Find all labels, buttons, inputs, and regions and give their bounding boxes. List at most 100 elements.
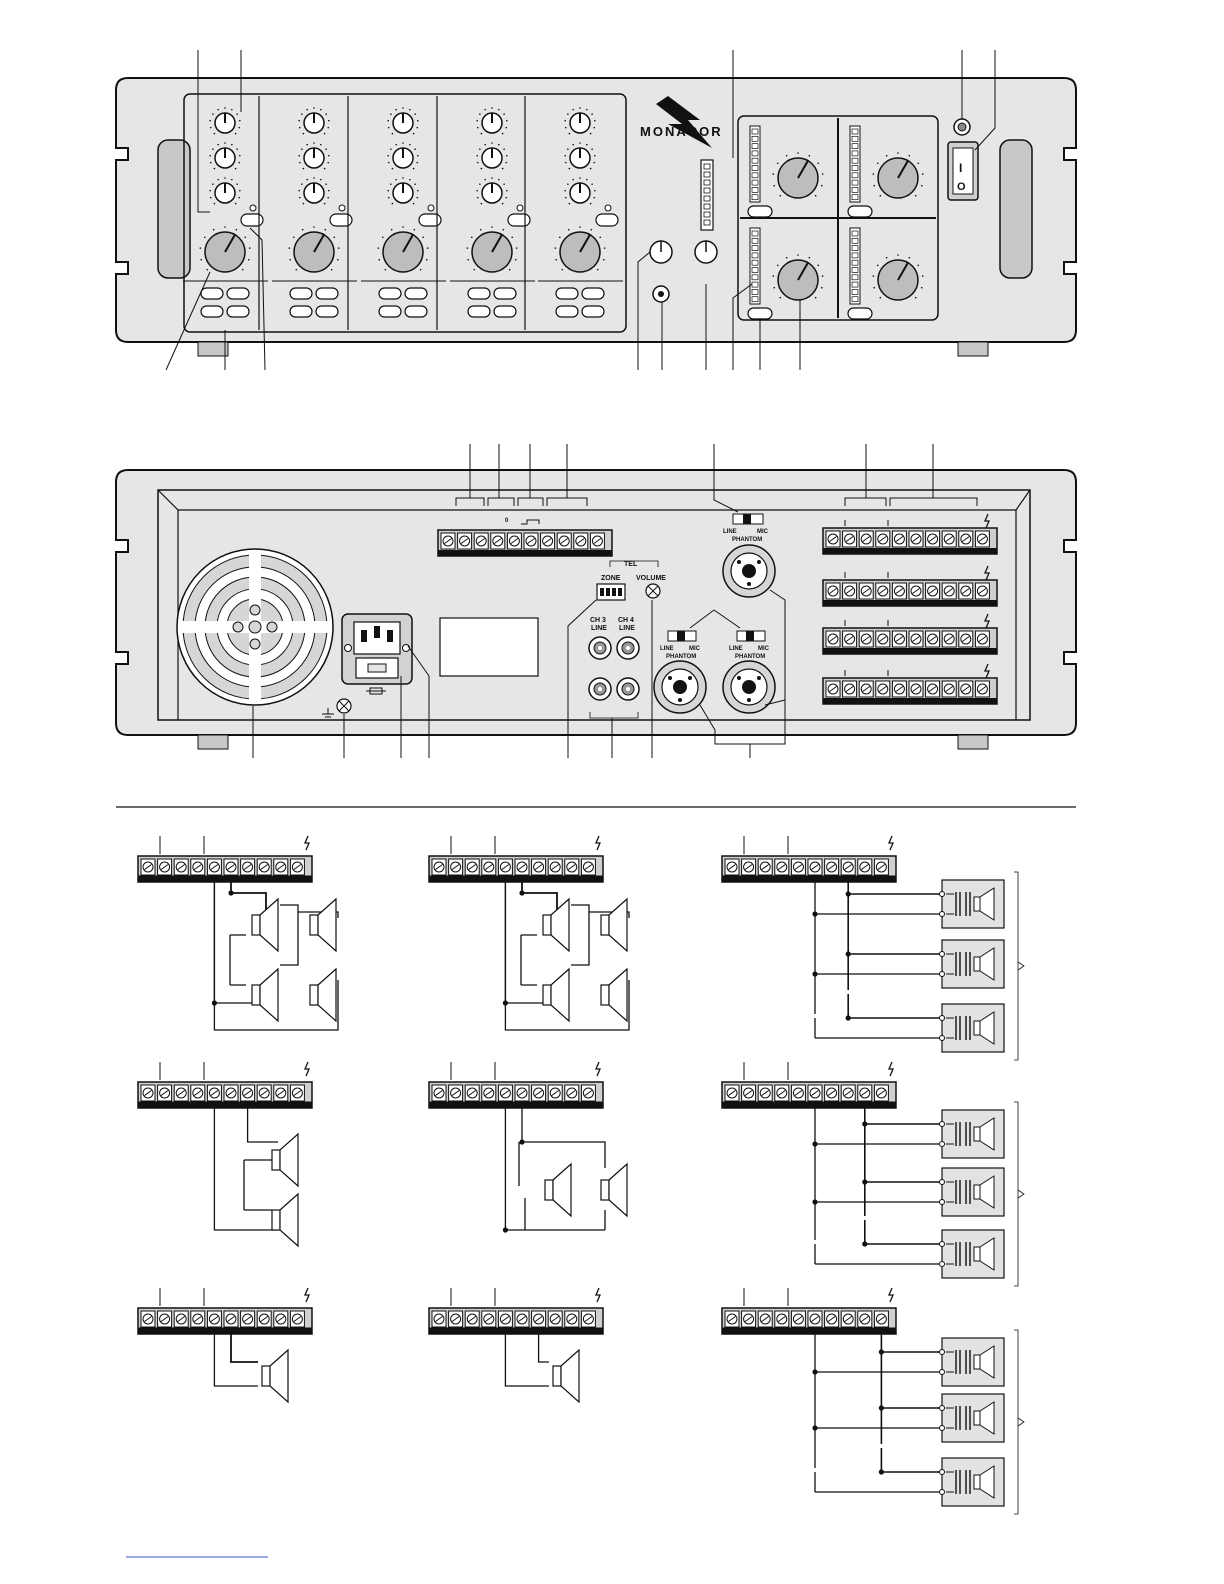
channel-2-assign-4[interactable] bbox=[316, 306, 338, 317]
channel-5-assign-1[interactable] bbox=[556, 288, 578, 299]
channel-4-assign-4[interactable] bbox=[494, 306, 516, 317]
zone-dip-switch[interactable] bbox=[597, 584, 625, 600]
channel-3-assign-4[interactable] bbox=[405, 306, 427, 317]
speaker-icon bbox=[252, 899, 278, 951]
channel-4-button[interactable] bbox=[508, 214, 530, 226]
front-panel: MONACOR I O bbox=[116, 50, 1076, 370]
channel-3-assign-2[interactable] bbox=[405, 288, 427, 299]
speaker-icon bbox=[545, 1164, 571, 1216]
transformer-speaker-icon bbox=[940, 1110, 1005, 1158]
switch-left-line-label: LINE bbox=[660, 646, 674, 652]
transformer-speaker-icon bbox=[940, 1230, 1005, 1278]
mains-socket[interactable] bbox=[342, 614, 412, 684]
front-foot-right bbox=[958, 342, 988, 356]
zone-1-button[interactable] bbox=[748, 206, 772, 217]
headphone-jack[interactable] bbox=[653, 286, 669, 302]
channel-1-assign-4[interactable] bbox=[227, 306, 249, 317]
fan-grille bbox=[177, 549, 333, 705]
channel-5-assign-2[interactable] bbox=[582, 288, 604, 299]
switch-top-line-label: LINE bbox=[723, 529, 737, 535]
channel-1-assign-2[interactable] bbox=[227, 288, 249, 299]
master-meter bbox=[701, 160, 713, 230]
channel-1-button[interactable] bbox=[241, 214, 263, 226]
transformer-speaker-icon bbox=[940, 880, 1005, 928]
power-switch-on-label: I bbox=[959, 161, 962, 175]
wiring-terminal-c2-r2[interactable] bbox=[429, 1082, 603, 1108]
front-handle-right bbox=[1000, 140, 1032, 278]
master-knob-left[interactable] bbox=[650, 241, 672, 263]
transformer-speaker-icon bbox=[940, 1338, 1005, 1386]
channel-2-assign-3[interactable] bbox=[290, 306, 312, 317]
bolt-icon bbox=[596, 1288, 600, 1302]
zone-4-button[interactable] bbox=[848, 308, 872, 319]
wiring-terminal-c3-r2[interactable] bbox=[722, 1082, 896, 1108]
channel-2-assign-1[interactable] bbox=[290, 288, 312, 299]
master-knob-right[interactable] bbox=[695, 241, 717, 263]
speaker-icon bbox=[601, 899, 627, 951]
bolt-icon bbox=[596, 836, 600, 850]
wiring-terminal-c2-r3[interactable] bbox=[429, 1308, 603, 1334]
power-switch-off-label: O bbox=[957, 181, 966, 193]
ch3-label-line2: LINE bbox=[591, 625, 607, 632]
wiring-terminal-c1-r3[interactable] bbox=[138, 1308, 312, 1334]
rca-jack-ch3-right[interactable] bbox=[589, 678, 611, 700]
switch-left-mic-label: MIC bbox=[689, 646, 701, 652]
wiring-terminal-c2-r1[interactable] bbox=[429, 856, 603, 882]
switch-top-phantom-label: PHANTOM bbox=[732, 537, 762, 543]
wiring-diagrams bbox=[138, 836, 1024, 1514]
front-handle-left bbox=[158, 140, 190, 278]
front-chassis bbox=[116, 78, 1076, 342]
wiring-terminal-c1-r2[interactable] bbox=[138, 1082, 312, 1108]
rear-control-terminal[interactable] bbox=[438, 530, 612, 556]
switch-right-mic-label: MIC bbox=[758, 646, 770, 652]
ch4-label-line1: CH 4 bbox=[618, 617, 634, 624]
channel-3-button[interactable] bbox=[419, 214, 441, 226]
channel-5-button[interactable] bbox=[596, 214, 618, 226]
bolt-icon bbox=[889, 1062, 893, 1076]
speaker-icon bbox=[601, 1164, 627, 1216]
speaker-terminal-zone-3[interactable] bbox=[823, 628, 997, 654]
speaker-terminal-zone-1[interactable] bbox=[823, 528, 997, 554]
channel-3-assign-1[interactable] bbox=[379, 288, 401, 299]
channel-1-assign-3[interactable] bbox=[201, 306, 223, 317]
rca-jack-ch4-left[interactable] bbox=[617, 637, 639, 659]
channel-3-assign-3[interactable] bbox=[379, 306, 401, 317]
channel-5-assign-3[interactable] bbox=[556, 306, 578, 317]
zone-3-button[interactable] bbox=[748, 308, 772, 319]
channel-5-assign-4[interactable] bbox=[582, 306, 604, 317]
bolt-icon bbox=[305, 1062, 309, 1076]
front-foot-left bbox=[198, 342, 228, 356]
channel-2-button[interactable] bbox=[330, 214, 352, 226]
switch-top-mic-label: MIC bbox=[757, 529, 769, 535]
wiring-terminal-c3-r1[interactable] bbox=[722, 856, 896, 882]
wiring-terminal-c1-r1[interactable] bbox=[138, 856, 312, 882]
speaker-icon bbox=[310, 969, 336, 1021]
speaker-icon bbox=[262, 1350, 288, 1402]
channel-4-assign-1[interactable] bbox=[468, 288, 490, 299]
zone-2-button[interactable] bbox=[848, 206, 872, 217]
bolt-icon bbox=[305, 1288, 309, 1302]
ch4-label-line2: LINE bbox=[619, 625, 635, 632]
ch3-label-line1: CH 3 bbox=[590, 617, 606, 624]
power-switch[interactable]: I O bbox=[948, 142, 978, 200]
speaker-terminal-zone-2[interactable] bbox=[823, 580, 997, 606]
speaker-terminal-zone-4[interactable] bbox=[823, 678, 997, 704]
transformer-speaker-icon bbox=[940, 1394, 1005, 1442]
control-terminal-block[interactable] bbox=[438, 530, 612, 556]
bolt-icon bbox=[889, 1288, 893, 1302]
switch-right-phantom-label: PHANTOM bbox=[735, 654, 765, 660]
transformer-speaker-icon bbox=[940, 1168, 1005, 1216]
bolt-icon bbox=[889, 836, 893, 850]
rca-jack-ch4-right[interactable] bbox=[617, 678, 639, 700]
bolt-icon bbox=[596, 1062, 600, 1076]
channel-4-assign-3[interactable] bbox=[468, 306, 490, 317]
tel-volume-trimmer[interactable] bbox=[646, 584, 660, 598]
channel-1-assign-1[interactable] bbox=[201, 288, 223, 299]
tel-label: TEL bbox=[624, 561, 638, 568]
channel-4-assign-2[interactable] bbox=[494, 288, 516, 299]
rca-jack-ch3-left[interactable] bbox=[589, 637, 611, 659]
channel-2-assign-2[interactable] bbox=[316, 288, 338, 299]
volume-label: VOLUME bbox=[636, 575, 666, 582]
zone-label: ZONE bbox=[601, 575, 621, 582]
wiring-terminal-c3-r3[interactable] bbox=[722, 1308, 896, 1334]
